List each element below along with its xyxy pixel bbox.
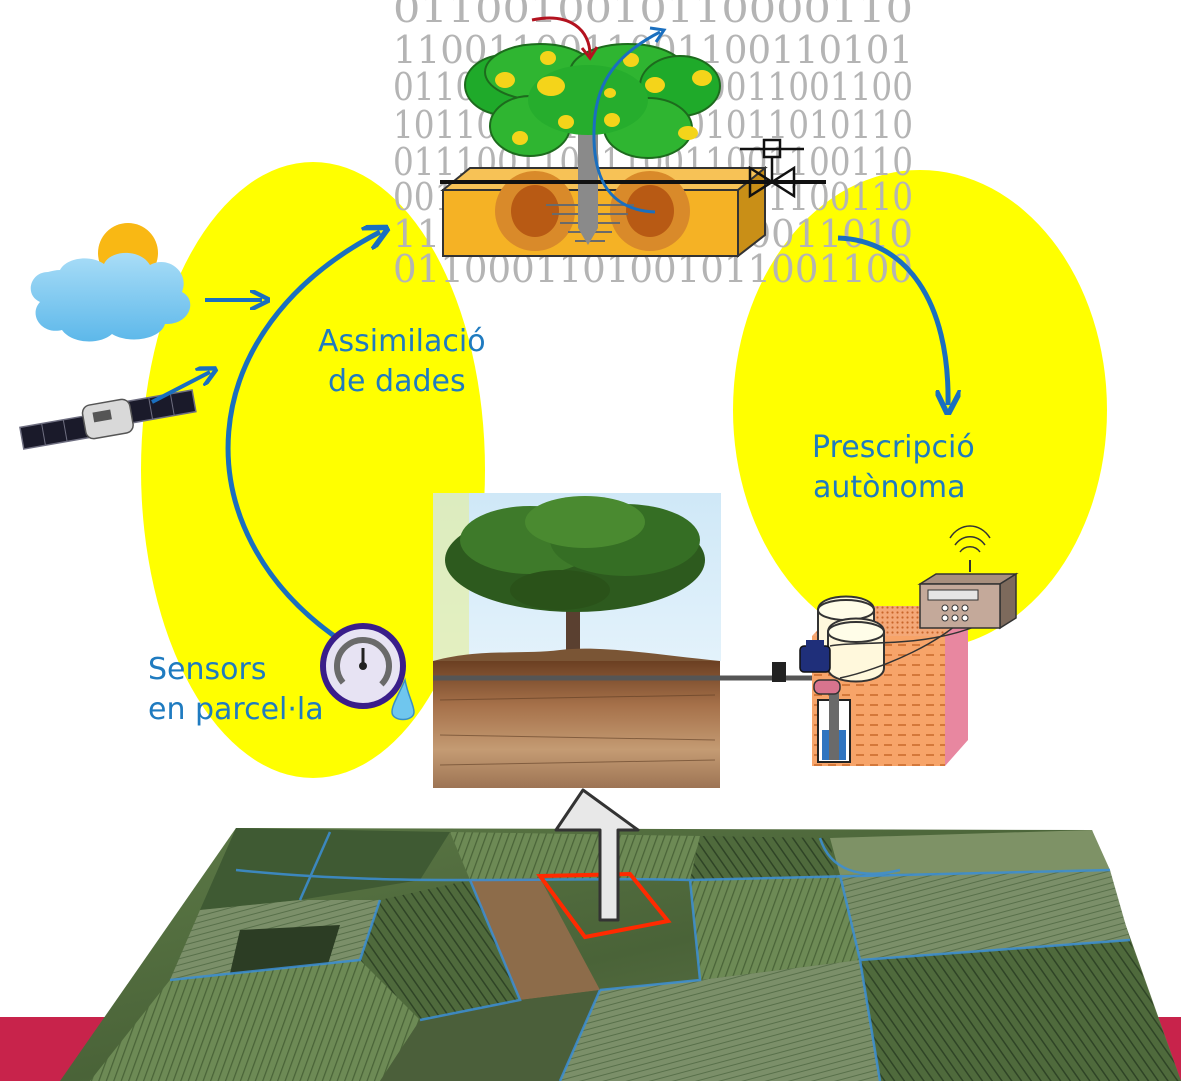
irrigation-station xyxy=(772,595,991,766)
irrigation-controller-icon xyxy=(917,525,1019,630)
transpiration-flow-arrow xyxy=(592,30,661,214)
assimilation-flow-arrow xyxy=(225,232,380,643)
prescription-label: Prescripció autònoma xyxy=(812,428,975,508)
soil-plant-model xyxy=(440,16,826,259)
zoom-up-arrow xyxy=(554,788,640,922)
assimilation-label: Assimilació de dades xyxy=(318,322,486,402)
tree-canopy xyxy=(464,43,721,159)
aerial-field-map xyxy=(60,828,1181,1081)
soil-moisture-sensor-icon xyxy=(320,623,415,721)
sensors-label-line-2: en parcel·la xyxy=(148,692,324,727)
rain-input-arrow xyxy=(531,16,592,56)
assimilation-label-line-1: Assimilació xyxy=(318,324,486,359)
satellite-input-arrow xyxy=(151,372,210,404)
prescription-flow-arrow xyxy=(837,235,948,405)
assimilation-label-line-2: de dades xyxy=(328,364,466,399)
tree-soil-block xyxy=(433,493,721,788)
satellite-icon xyxy=(19,389,197,450)
assimilation-highlight xyxy=(141,162,485,778)
prescription-highlight xyxy=(733,170,1107,650)
sensors-label-line-1: Sensors xyxy=(148,652,267,687)
prescription-label-line-1: Prescripció xyxy=(812,430,975,465)
binary-row: 0110010010110000110 xyxy=(393,0,913,31)
valve-icon xyxy=(740,138,804,199)
sun-cloud-icon xyxy=(30,223,191,342)
sensors-label: Sensors en parcel·la xyxy=(148,650,324,730)
prescription-label-line-2: autònoma xyxy=(813,470,966,505)
